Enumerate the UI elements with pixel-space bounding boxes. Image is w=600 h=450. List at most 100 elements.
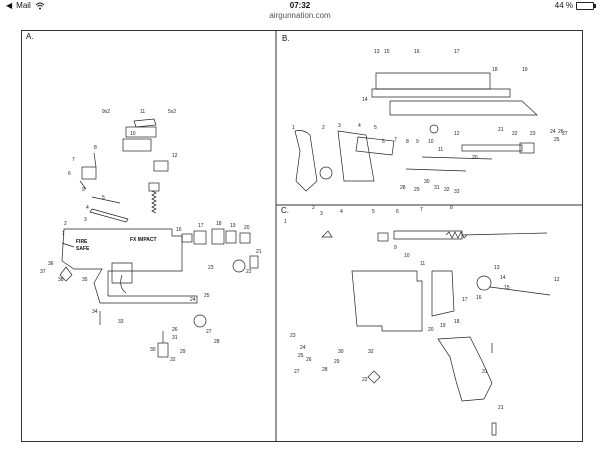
part-number-label: 24 bbox=[550, 129, 556, 135]
back-app-label: Mail bbox=[16, 1, 31, 10]
rail-3 bbox=[89, 208, 129, 223]
back-to-app[interactable]: ◀ Mail bbox=[6, 1, 45, 10]
part-number-label: 26 bbox=[172, 327, 178, 333]
part-number-label: 2 bbox=[322, 125, 325, 131]
part-number-label: 7 bbox=[394, 137, 397, 143]
block-10 bbox=[122, 138, 152, 152]
part-number-label: 22 bbox=[246, 269, 252, 275]
part-number-label: 32 bbox=[170, 357, 176, 363]
gear-22 bbox=[232, 259, 246, 273]
part-21 bbox=[249, 255, 259, 269]
part-number-label: 19 bbox=[522, 67, 528, 73]
part-number-label: 22 bbox=[362, 377, 368, 383]
part-number-label: 30 bbox=[424, 179, 430, 185]
receiver-frame bbox=[61, 228, 198, 304]
part-number-label: 6 bbox=[68, 171, 71, 177]
part-number-label: 10 bbox=[130, 131, 136, 137]
scope-rail-b bbox=[371, 88, 511, 98]
barrel-end-b bbox=[519, 142, 535, 154]
part-number-label: 28 bbox=[322, 367, 328, 373]
part-number-label: 7 bbox=[72, 157, 75, 163]
part-number-label: 23 bbox=[530, 131, 536, 137]
part-number-label: 11 bbox=[438, 147, 443, 153]
part-number-label: 14 bbox=[362, 97, 368, 103]
ring-27 bbox=[193, 314, 207, 328]
trigger bbox=[120, 274, 127, 294]
part-number-label: 6 bbox=[396, 209, 399, 215]
part-number-label: 20 bbox=[472, 155, 478, 161]
part-number-label: 27 bbox=[206, 329, 212, 335]
part-number-label: 18 bbox=[216, 221, 222, 227]
part-number-label: 17 bbox=[462, 297, 468, 303]
part-number-label: 1 bbox=[62, 231, 65, 237]
grip-panel-b bbox=[294, 130, 318, 192]
part-number-label: 29 bbox=[180, 349, 186, 355]
part-number-label: 31 bbox=[434, 185, 440, 191]
part-number-label: 4 bbox=[358, 123, 361, 129]
spring-c bbox=[445, 231, 468, 239]
rod-c bbox=[461, 232, 548, 236]
part-number-label: 13 bbox=[494, 265, 500, 271]
panel-c-drawing bbox=[321, 230, 551, 436]
url-bar[interactable]: airgunnation.com bbox=[0, 11, 600, 20]
part-19 bbox=[225, 230, 237, 244]
part-number-label: 25 bbox=[298, 353, 304, 359]
part-number-label: 27 bbox=[562, 131, 568, 137]
top-rail-b bbox=[375, 72, 491, 90]
part-number-label: 10 bbox=[428, 139, 434, 145]
trigger-guard-window bbox=[111, 262, 133, 284]
pin-36 bbox=[61, 242, 75, 248]
url-text: airgunnation.com bbox=[269, 11, 331, 20]
part-number-label: 23 bbox=[208, 265, 214, 271]
part-number-label: 29 bbox=[334, 359, 340, 365]
part-number-label: 33 bbox=[118, 319, 124, 325]
nut-25 bbox=[59, 266, 73, 282]
part-number-label: 5x2 bbox=[168, 109, 176, 115]
part-number-label: 27 bbox=[294, 369, 300, 375]
rod-b bbox=[421, 156, 493, 160]
comb-block-b bbox=[355, 136, 395, 156]
part-number-label: 24 bbox=[300, 345, 306, 351]
part-number-label: 21 bbox=[498, 127, 504, 133]
part-number-label: 15 bbox=[504, 285, 510, 291]
part-number-label: 20 bbox=[244, 225, 250, 231]
part-number-label: 25 bbox=[554, 137, 560, 143]
part-number-label: 38 bbox=[58, 277, 64, 283]
part-number-label: 33 bbox=[454, 189, 460, 195]
part-number-label: 12 bbox=[454, 131, 460, 137]
part-number-label: 35 bbox=[82, 277, 88, 283]
part-number-label: 4 bbox=[86, 205, 89, 211]
part-number-label: 19 bbox=[230, 223, 236, 229]
part-number-label: 2 bbox=[312, 205, 315, 211]
part-number-label: 9 bbox=[82, 187, 85, 193]
part-number-label: 24 bbox=[190, 297, 196, 303]
part-number-label: 36 bbox=[48, 261, 54, 267]
top-block bbox=[125, 126, 157, 138]
wifi-icon bbox=[35, 2, 45, 9]
frame-c bbox=[351, 270, 423, 332]
part-number-label: 22 bbox=[512, 131, 518, 137]
part-number-label: 11 bbox=[140, 109, 145, 115]
screw-21-c bbox=[491, 422, 497, 436]
rod-b-2 bbox=[405, 168, 467, 172]
part-17 bbox=[193, 230, 207, 245]
part-number-label: 10 bbox=[404, 253, 410, 259]
pin-6 bbox=[79, 180, 87, 190]
part-number-label: 5 bbox=[102, 195, 105, 201]
part-number-label: 16 bbox=[176, 227, 182, 233]
panel-b-drawing bbox=[294, 72, 538, 192]
part-number-label: 5 bbox=[374, 125, 377, 131]
pin-8 bbox=[93, 152, 97, 168]
side-plate-b bbox=[337, 130, 375, 182]
part-number-label: 30 bbox=[150, 347, 156, 353]
part-number-label: 4 bbox=[340, 209, 343, 215]
battery-status: 44 % bbox=[555, 1, 596, 10]
part-number-label: 26 bbox=[558, 129, 564, 135]
panel-label-b: B. bbox=[282, 34, 290, 43]
part-number-label: 9 bbox=[394, 245, 397, 251]
lever-c bbox=[489, 286, 551, 296]
status-bar: ◀ Mail 07:32 44 % bbox=[0, 0, 600, 12]
